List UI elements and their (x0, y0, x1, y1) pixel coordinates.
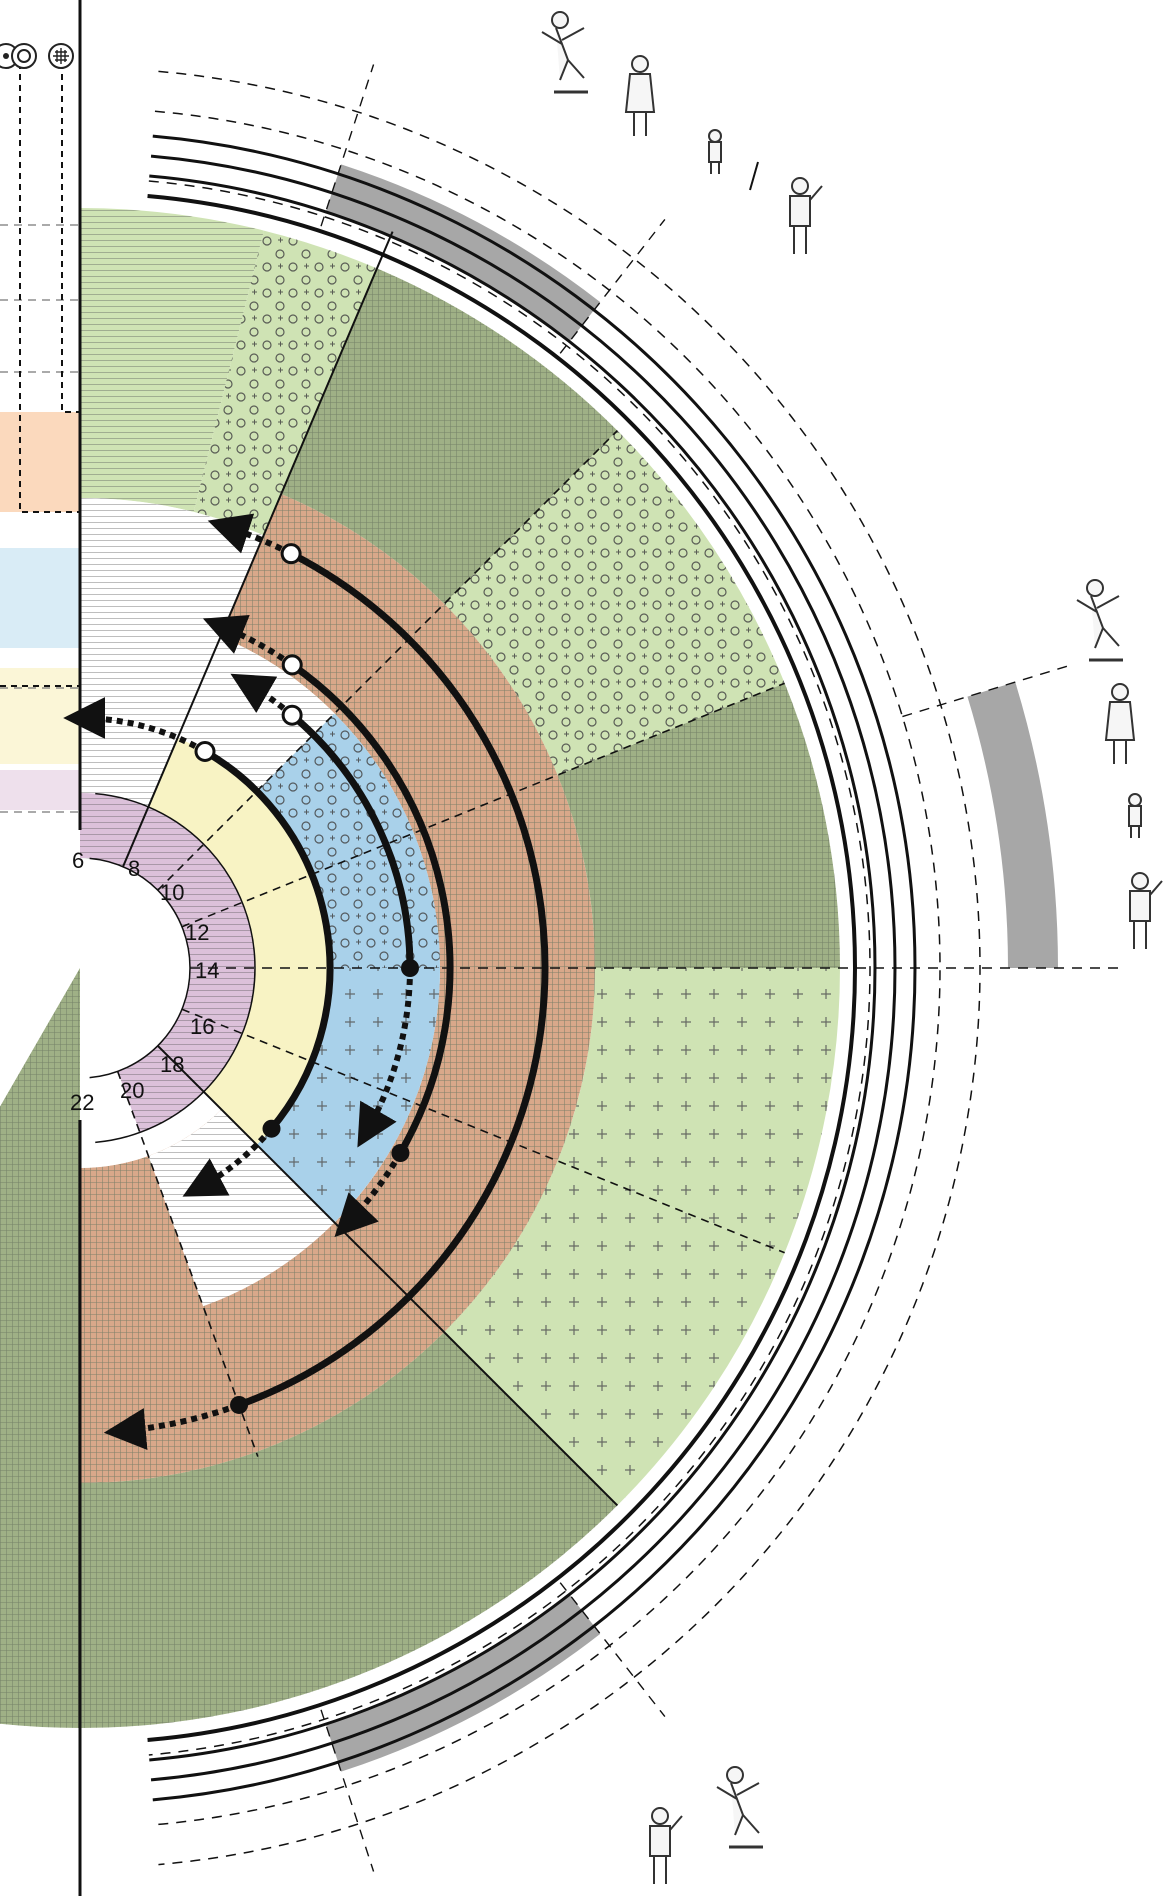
user-group-top (541, 11, 823, 254)
ring-175 (95, 792, 256, 1144)
separator-top (749, 161, 759, 191)
grey-band-bottom (325, 1594, 601, 1772)
end-marker (230, 1395, 249, 1414)
start-marker (281, 704, 303, 726)
lilac-block (0, 770, 80, 810)
left-leader-2 (61, 52, 80, 413)
blue-10-14 (256, 713, 440, 968)
hour-label-6: 6 (72, 848, 84, 873)
hour-label-10: 10 (160, 880, 184, 905)
user-group-right (1076, 579, 1163, 949)
hour-label-20: 20 (120, 1078, 144, 1103)
blue-14-18 (256, 968, 440, 1223)
ring-110 (89, 857, 191, 1079)
outer-green-8-10 (281, 268, 618, 604)
grid-circle-icon (48, 43, 74, 69)
grey-activity-bands (325, 164, 1058, 1772)
yellow-ring (148, 737, 331, 1145)
hour-label-14: 14 (195, 958, 219, 983)
ring-860 (154, 110, 941, 1826)
walking-woman-icon (1104, 683, 1136, 764)
hour-label-8: 8 (128, 856, 140, 881)
outer-green-10-12 (444, 430, 785, 776)
walking-woman-icon (624, 55, 656, 136)
arc-blue (230, 673, 419, 1148)
outer-green-16-18 (444, 1160, 785, 1506)
radial--17 (902, 663, 1075, 718)
orange-block (0, 412, 80, 512)
activity-arcs (63, 513, 549, 1450)
radial--45 (157, 430, 618, 891)
skateboarder-icon (1076, 579, 1123, 662)
ring-790 (148, 180, 871, 1756)
man-with-phone-icon (789, 177, 823, 254)
child-icon (1128, 793, 1142, 838)
hour-label-18: 18 (160, 1052, 184, 1077)
outer-green-6-7 (80, 208, 264, 512)
child-icon (708, 129, 722, 174)
purple-ring (80, 793, 255, 1133)
hour-label-16: 16 (190, 1014, 214, 1039)
ring-900 (158, 70, 981, 1866)
hatched-8-10 (177, 636, 335, 792)
hour-label-22: 22 (70, 1090, 94, 1115)
man-with-phone-icon (649, 1807, 683, 1884)
time-sectors (0, 208, 840, 1728)
outer-green-14-16 (557, 968, 840, 1253)
inner-core-bottom (80, 968, 149, 1168)
hour-labels: 6 8 10 12 14 16 18 20 22 (70, 848, 219, 1115)
radial-70 (116, 1071, 259, 1457)
end-marker (391, 1144, 410, 1162)
hour-label-12: 12 (185, 920, 209, 945)
arc-brown (203, 614, 454, 1238)
inner-core (80, 858, 190, 1078)
radial-22 (181, 1008, 785, 1254)
skateboarder-icon (716, 1766, 763, 1849)
end-marker (262, 1119, 281, 1138)
radial-45 (157, 1045, 619, 1507)
arc-inner (63, 697, 334, 1197)
arc-outer (103, 513, 549, 1450)
grey-band-top (325, 164, 601, 342)
outer-green-bottom-left (0, 968, 80, 1728)
legend-icons (0, 43, 74, 69)
end-marker (401, 959, 419, 977)
radial--22 (181, 682, 785, 928)
bullseye-icon (11, 43, 37, 69)
outer-green-12-14 (557, 683, 840, 968)
left-leader-1 (19, 52, 80, 513)
skateboarder-icon (541, 11, 588, 94)
left-schedule-blocks (0, 52, 80, 813)
radial--67 (122, 231, 394, 868)
light-blue-block (0, 548, 80, 648)
outer-green-7-8 (193, 230, 377, 536)
user-group-bottom (649, 1766, 763, 1884)
start-marker (281, 654, 303, 676)
start-marker (280, 543, 302, 565)
grey-band-right (967, 682, 1058, 968)
outer-green-18-22 (80, 1332, 618, 1728)
light-yellow-block (0, 668, 80, 764)
radial-guides (116, 64, 1120, 1872)
start-marker (194, 740, 216, 762)
man-with-phone-icon (1129, 872, 1163, 949)
ring-775 (147, 193, 857, 1743)
